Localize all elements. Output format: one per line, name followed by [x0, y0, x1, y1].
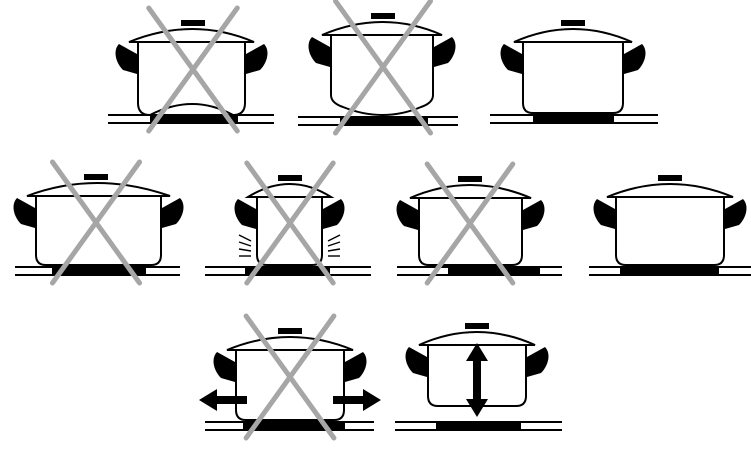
pot-body	[523, 42, 623, 113]
burner-zone	[533, 115, 614, 123]
left-handle	[406, 347, 427, 377]
pot-body	[236, 350, 344, 420]
right-handle	[725, 199, 746, 229]
lid	[322, 22, 442, 35]
left-handle	[14, 198, 35, 228]
lid	[27, 183, 170, 196]
pot-6	[397, 164, 562, 283]
lid	[514, 29, 632, 42]
spark-left	[239, 249, 251, 251]
spark-right	[328, 242, 340, 246]
lid	[410, 185, 531, 198]
right-handle	[624, 44, 645, 74]
left-handle	[116, 44, 137, 74]
lid-knob	[278, 175, 302, 181]
pot-1	[108, 8, 274, 131]
left-handle	[501, 44, 522, 74]
burner-zone	[340, 117, 428, 125]
spark-left	[239, 235, 251, 241]
spark-left	[239, 242, 251, 246]
pot-body	[616, 197, 724, 265]
right-handle	[162, 198, 183, 228]
left-handle	[594, 199, 615, 229]
lid-knob	[458, 176, 482, 182]
pot-body	[331, 35, 433, 115]
left-handle	[309, 37, 330, 67]
right-handle	[323, 199, 344, 229]
lid-knob	[658, 175, 682, 181]
right-handle	[523, 200, 544, 230]
pot-8	[199, 316, 381, 438]
left-handle	[397, 200, 418, 230]
burner-zone	[436, 422, 521, 430]
pot-9	[395, 323, 562, 430]
pot-7	[589, 175, 751, 275]
lid	[227, 337, 353, 350]
lid-knob	[181, 20, 205, 26]
spark-right	[328, 249, 340, 251]
left-handle	[214, 352, 235, 382]
pot-body	[138, 42, 245, 115]
burner-zone	[448, 267, 540, 275]
spark-right	[328, 235, 340, 241]
lid-knob	[278, 328, 302, 334]
right-handle	[434, 37, 455, 67]
right-handle	[527, 347, 548, 377]
pot-4	[14, 162, 184, 283]
right-handle	[246, 44, 267, 74]
pot-5	[205, 163, 371, 283]
pot-2	[298, 1, 458, 133]
lid-knob	[561, 20, 585, 26]
right-handle	[345, 352, 366, 382]
lid-knob	[84, 174, 108, 180]
pot-body	[419, 198, 522, 265]
pot-body	[36, 196, 161, 265]
pot-3	[490, 20, 658, 123]
left-handle	[235, 199, 256, 229]
lid	[607, 184, 733, 197]
lid-knob	[465, 323, 489, 329]
burner-zone	[620, 267, 719, 275]
lid-knob	[371, 13, 395, 19]
lid	[129, 29, 254, 42]
